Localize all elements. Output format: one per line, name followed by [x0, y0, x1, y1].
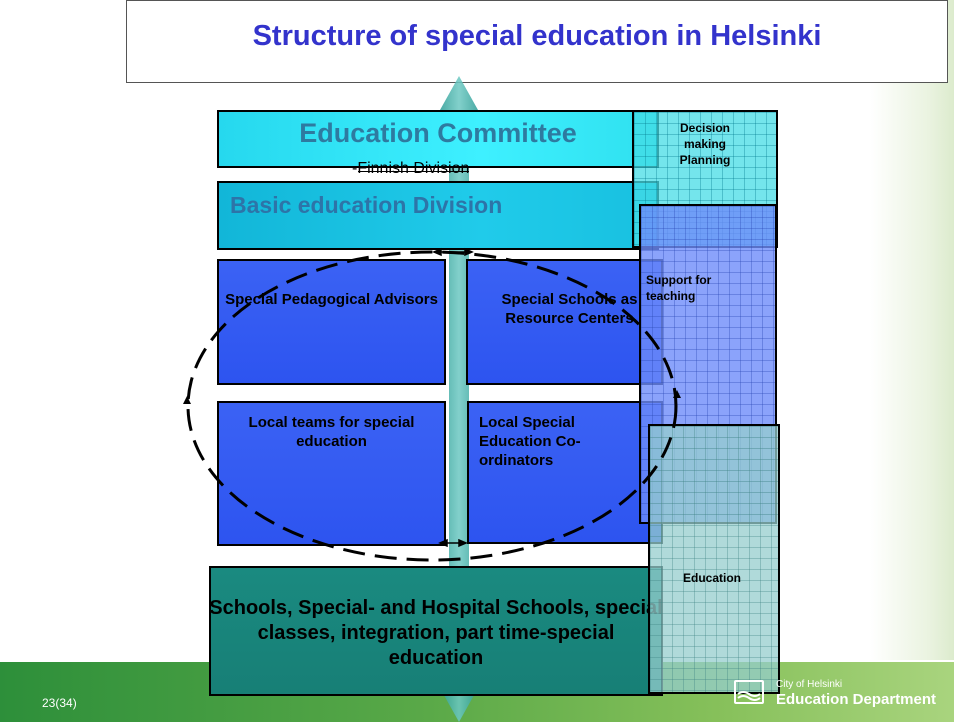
- local-teams-label: Local teams for special education: [248, 414, 415, 450]
- pedagogical-advisors-box: [217, 259, 446, 385]
- education-committee-title: Education Committee: [299, 118, 577, 148]
- arrow-left-up: [183, 396, 191, 404]
- education-panel: [648, 424, 780, 694]
- committee-subtitle-text: -Finnish Division: [352, 160, 470, 177]
- education-committee-subtitle: -Finnish Division: [352, 160, 470, 178]
- logo-city-text: City of Helsinki: [776, 679, 843, 690]
- right-green-fade: [870, 0, 954, 660]
- slide-title: Structure of special education in Helsin…: [252, 20, 822, 52]
- slide-number: 23(34): [42, 696, 77, 710]
- logo-department-text: Education Department: [776, 691, 937, 708]
- support-for-teaching-label: Support for teaching: [646, 273, 712, 303]
- basic-education-division-box: [217, 181, 659, 250]
- schools-label: Schools, Special- and Hospital Schools, …: [209, 597, 663, 669]
- pedagogical-advisors-label: Special Pedagogical Advisors: [225, 291, 438, 308]
- schools-box: [209, 566, 663, 696]
- education-label: Education: [682, 571, 741, 585]
- resource-centers-label: Special Schools as Resource Centers: [501, 291, 638, 327]
- coordinators-label: Local Special Education Co-ordinators: [479, 414, 581, 469]
- decision-making-label: Decision making Planning: [679, 121, 731, 167]
- basic-education-division-title: Basic education Division: [230, 192, 503, 218]
- title-box: [126, 0, 948, 83]
- strikethrough-line: [358, 171, 470, 172]
- helsinki-crest-icon: [734, 680, 764, 704]
- crest-waves-icon: [737, 691, 761, 701]
